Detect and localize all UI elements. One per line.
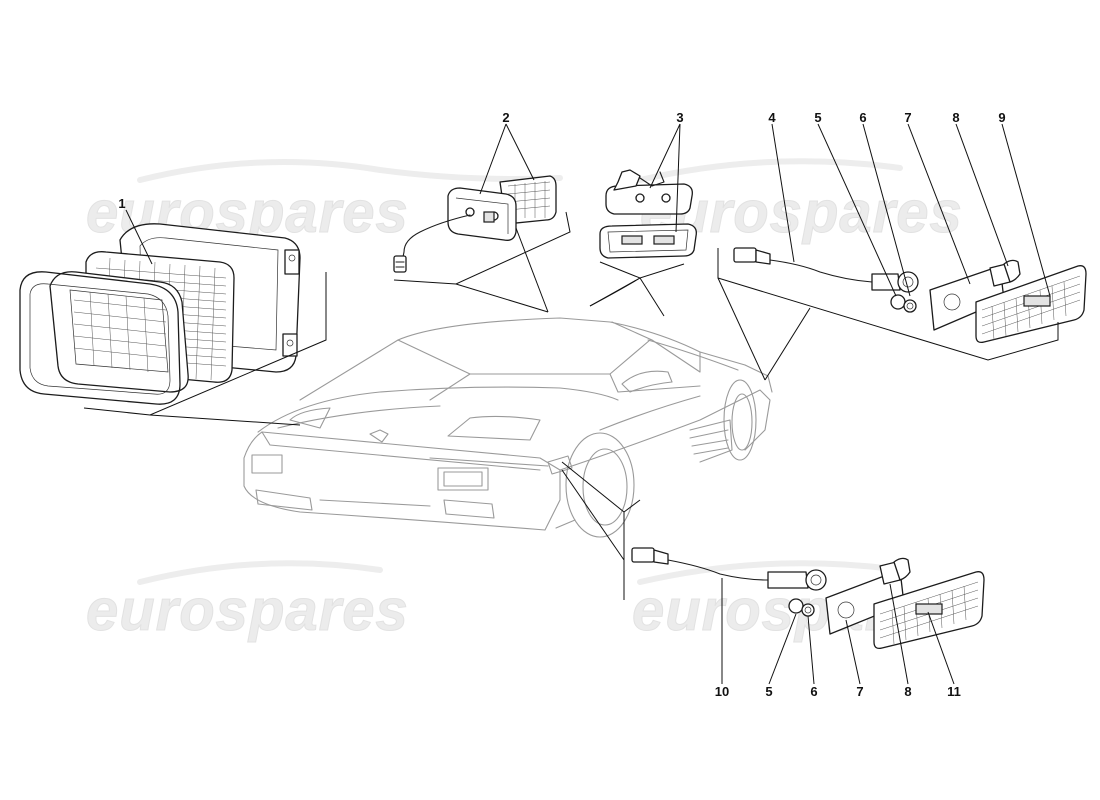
- watermark-bottom-left: eurospares: [86, 578, 409, 643]
- callout-8-top: 8: [952, 110, 959, 125]
- car-outline: [243, 317, 773, 538]
- headlamp-assembly: [19, 223, 327, 426]
- callout-6-bottom: 6: [810, 684, 817, 699]
- watermark-top-right: eurospares: [640, 180, 963, 245]
- callout-5-bottom: 5: [765, 684, 772, 699]
- leader-lines: [125, 123, 1051, 685]
- callout-7-top: 7: [904, 110, 911, 125]
- callout-3: 3: [676, 110, 683, 125]
- callout-10: 10: [715, 684, 729, 699]
- callout-11: 11: [947, 684, 961, 699]
- lamp-assembly-2: [393, 175, 571, 313]
- watermark-top-left: eurospares: [86, 180, 409, 245]
- callout-4: 4: [768, 110, 776, 125]
- callout-5-top: 5: [814, 110, 821, 125]
- side-marker-assembly-top: [717, 247, 1087, 381]
- callout-6-top: 6: [859, 110, 866, 125]
- callout-7-bottom: 7: [856, 684, 863, 699]
- headlamp-lens-lines: [73, 291, 167, 373]
- callout-8-bottom: 8: [904, 684, 911, 699]
- lamp-assembly-3: [589, 169, 697, 317]
- callout-1: 1: [118, 196, 125, 211]
- callouts: 1 2 3 4 5 6 7 8 9 10 5 6 7 8 11: [118, 110, 1005, 699]
- callout-2: 2: [502, 110, 509, 125]
- callout-9: 9: [998, 110, 1005, 125]
